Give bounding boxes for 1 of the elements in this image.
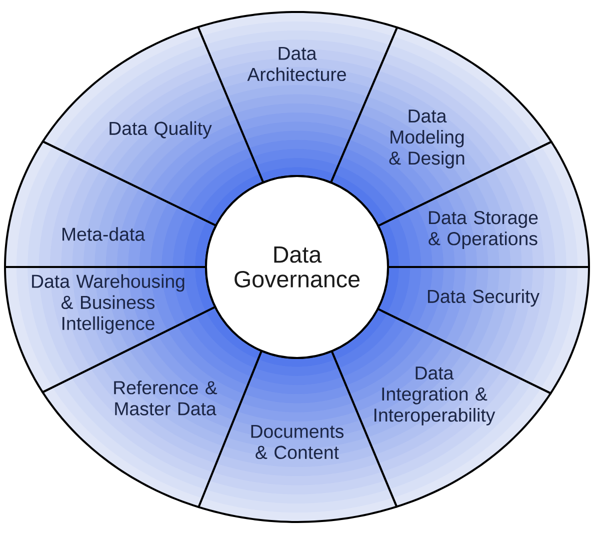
wheel-segment: Meta-data xyxy=(4,140,217,268)
